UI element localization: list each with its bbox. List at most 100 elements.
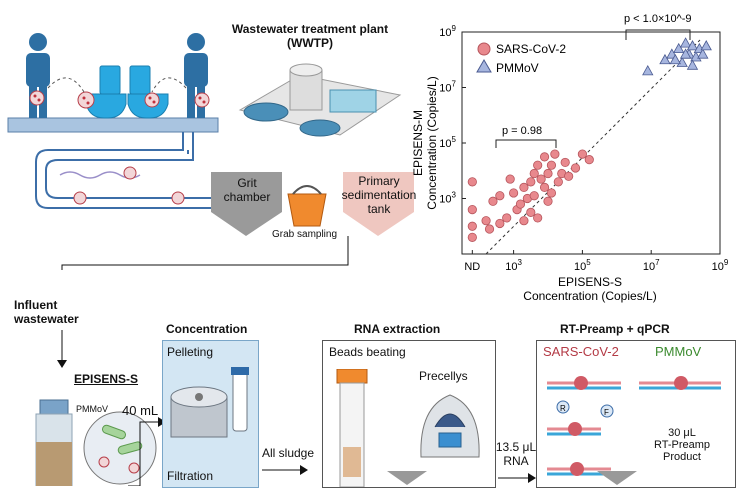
legend-marker-sars	[477, 42, 491, 56]
chart-legend: SARS-CoV-2 PMMoV	[476, 42, 566, 75]
grit-line1: Grit	[237, 176, 257, 190]
data-points	[467, 37, 712, 242]
grit-chamber-shape	[211, 172, 282, 236]
point-pmmov	[673, 42, 685, 54]
point-sars-cov-2	[467, 205, 477, 215]
point-pmmov	[679, 48, 692, 59]
y-axis-label-line2: Concentration (Copies/L)	[425, 76, 439, 209]
point-sars-cov-2	[484, 224, 495, 234]
precellys-device-icon	[420, 394, 480, 458]
wwtp-title-line1: Wastewater treatment plant	[231, 22, 389, 36]
legend-label-sars: SARS-CoV-2	[496, 42, 566, 56]
rna-input-line2: RNA	[503, 454, 529, 468]
precellys-label: Precellys	[419, 369, 468, 383]
influent-line2: wastewater	[14, 312, 79, 326]
primary-line3: tank	[367, 202, 391, 216]
legend-label-pmmov: PMMoV	[496, 61, 539, 75]
point-sars-cov-2	[570, 163, 581, 173]
primary-line2: sedimentation	[341, 188, 417, 202]
point-sars-cov-2	[495, 191, 505, 201]
grit-chamber-label: Grit chamber	[214, 176, 280, 204]
all-sludge-label: All sludge	[262, 446, 315, 460]
point-pmmov	[697, 48, 709, 59]
point-sars-cov-2	[584, 155, 594, 165]
x-axis-label-line1: EPISENS-S	[558, 275, 622, 289]
primary-line1: Primary	[358, 174, 400, 188]
pmmov-inset-label: PMMoV	[76, 404, 109, 414]
point-sars-cov-2	[509, 188, 519, 198]
grab-sampling-label: Grab sampling	[272, 229, 338, 240]
rt-pmmov-label: PMMoV	[655, 344, 702, 359]
beads-label: Beads beating	[329, 345, 406, 359]
rt-panel-pointer-icon	[597, 471, 637, 485]
annotation-p-small: p < 1.0×10^-9	[624, 13, 692, 25]
bracket-p-small	[625, 29, 691, 40]
point-sars-cov-2	[502, 213, 512, 223]
y-axis-label-line1: EPISENS-M	[411, 110, 425, 176]
x-tick-label: 105	[574, 258, 591, 273]
bead-tube-icon	[336, 369, 368, 487]
point-sars-cov-2	[481, 216, 491, 226]
primary-tank-label: Primary sedimentation tank	[336, 174, 422, 216]
extraction-panel: Beads beating Precellys	[322, 340, 496, 488]
rna-input-line1: 13.5 μL	[495, 440, 537, 454]
wwtp-plant-icon	[238, 63, 402, 137]
wwtp-title: Wastewater treatment plant (WWTP)	[225, 22, 395, 50]
pelleting-label: Pelleting	[167, 345, 214, 359]
point-sars-cov-2	[577, 149, 587, 159]
fluorophore-label: F	[604, 408, 609, 417]
tube-icon	[232, 370, 248, 432]
point-sars-cov-2	[529, 191, 539, 201]
toilet-right-icon	[127, 65, 169, 119]
rt-product-label: 30 μL RT-Preamp Product	[637, 427, 727, 463]
floor-bar	[7, 117, 219, 133]
point-sars-cov-2	[533, 160, 543, 170]
bracket-p098	[495, 139, 557, 148]
reporter-label: R	[560, 404, 566, 413]
centrifuge-icon	[170, 367, 249, 438]
virus-icons	[29, 90, 210, 109]
extraction-title: RNA extraction	[354, 322, 441, 336]
point-sars-cov-2	[543, 168, 553, 179]
point-pmmov	[659, 53, 671, 65]
bucket-icon	[287, 185, 327, 227]
concentration-panel: Pelleting Filtration	[162, 340, 259, 488]
point-pmmov	[642, 65, 654, 76]
point-sars-cov-2	[550, 149, 560, 159]
y-tick-label: 103	[439, 191, 456, 206]
sample-bottle-illustration	[35, 399, 157, 486]
point-sars-cov-2	[467, 177, 477, 187]
volume-label: 40 mL	[122, 403, 159, 418]
point-pmmov	[686, 59, 699, 70]
point-pmmov	[686, 40, 699, 51]
x-tick-label: 109	[712, 258, 729, 273]
legend-marker-pmmov	[476, 59, 492, 73]
influent-label: Influent wastewater	[14, 298, 79, 326]
point-sars-cov-2	[515, 199, 526, 209]
point-sars-cov-2	[533, 213, 543, 223]
annotation-p098: p = 0.98	[502, 125, 542, 137]
point-pmmov	[669, 53, 681, 65]
concentration-title: Concentration	[166, 322, 248, 336]
influent-line1: Influent	[14, 298, 58, 312]
point-sars-cov-2	[519, 182, 529, 192]
point-sars-cov-2	[488, 196, 498, 206]
point-sars-cov-2	[564, 171, 574, 181]
rt-product-line3: Product	[663, 451, 701, 463]
point-pmmov	[700, 40, 712, 51]
filtration-label: Filtration	[167, 469, 214, 483]
point-sars-cov-2	[539, 182, 550, 192]
point-sars-cov-2	[519, 216, 529, 226]
point-sars-cov-2	[526, 207, 536, 217]
rt-product-line2: RT-Preamp	[653, 439, 711, 451]
y-tick-label: 109	[439, 24, 456, 39]
rt-reaction-illustration: R F	[547, 376, 721, 476]
arrow-to-extraction	[262, 465, 308, 475]
bottle-cap-icon	[39, 399, 69, 415]
point-sars-cov-2	[553, 177, 563, 187]
point-sars-cov-2	[526, 177, 536, 187]
point-sars-cov-2	[467, 221, 477, 231]
point-sars-cov-2	[546, 188, 557, 198]
